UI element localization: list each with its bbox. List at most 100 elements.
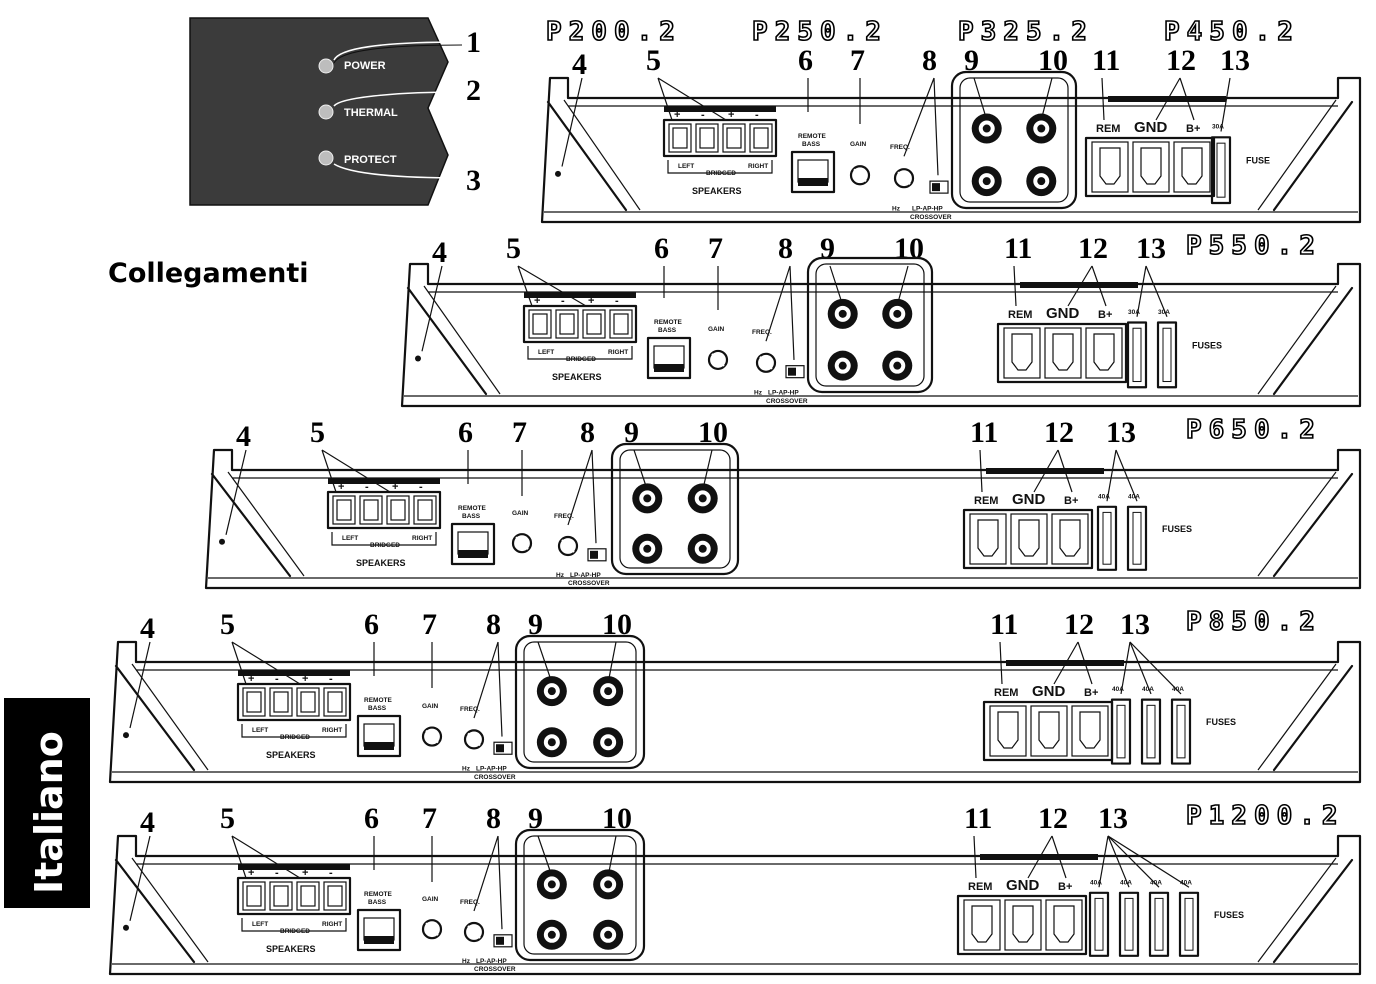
gain-knob-icon	[849, 165, 871, 186]
chassis-outline	[204, 448, 1362, 590]
svg-text:LP-AP-HP: LP-AP-HP	[476, 766, 507, 773]
rca-inputs	[610, 442, 740, 576]
callout-6: 6	[798, 44, 813, 77]
svg-text:GAIN: GAIN	[422, 703, 439, 710]
svg-text:-: -	[329, 867, 333, 879]
bplus-label: B+	[1186, 123, 1200, 135]
speakers-label: SPEAKERS	[356, 558, 406, 568]
callout-10: 10	[894, 232, 924, 265]
rem-label: REM	[968, 881, 992, 893]
freq-knob-icon	[463, 921, 485, 943]
callout-6: 6	[654, 232, 669, 265]
fuse-label: FUSE	[1246, 156, 1270, 166]
protect-led-icon	[318, 150, 334, 166]
svg-text:REMOTE: REMOTE	[364, 697, 392, 704]
gnd-label: GND	[1046, 305, 1080, 322]
callout-8: 8	[486, 608, 501, 641]
svg-text:LP-AP-HP: LP-AP-HP	[476, 958, 507, 965]
rem-label: REM	[994, 687, 1018, 699]
callout-6: 6	[364, 802, 379, 835]
callout-6: 6	[364, 608, 379, 641]
callout-12: 12	[1038, 802, 1068, 835]
fuse-icon	[1118, 891, 1140, 957]
svg-text:GAIN: GAIN	[422, 896, 439, 903]
svg-text:+: +	[302, 867, 308, 879]
callout-8: 8	[486, 802, 501, 835]
freq-knob-icon	[463, 729, 485, 750]
callout-9: 9	[528, 608, 543, 641]
right-label: RIGHT	[322, 921, 342, 928]
callout-11: 11	[990, 608, 1018, 641]
svg-text:-: -	[561, 295, 565, 307]
gain-knob-icon	[707, 349, 729, 371]
svg-text:+: +	[338, 481, 344, 493]
right-label: RIGHT	[322, 727, 342, 734]
svg-text:Hz: Hz	[462, 958, 471, 965]
svg-text:BASS: BASS	[368, 705, 387, 712]
svg-text:FREQ.: FREQ.	[752, 329, 772, 336]
fuse-rating: 40A	[1128, 493, 1140, 500]
callout-5: 5	[506, 232, 521, 265]
callout-12: 12	[1078, 232, 1108, 265]
svg-text:+: +	[588, 295, 594, 307]
gnd-label: GND	[1012, 491, 1046, 508]
rem-label: REM	[1008, 309, 1032, 321]
svg-text:Hz: Hz	[556, 572, 565, 579]
svg-text:REMOTE: REMOTE	[654, 319, 682, 326]
callout-4: 4	[140, 612, 155, 645]
fuse-rating: 40A	[1120, 879, 1132, 886]
callout-11: 11	[1004, 232, 1032, 265]
callout-1: 1	[466, 26, 481, 59]
svg-text:-: -	[701, 109, 705, 121]
gain-knob-icon	[421, 726, 443, 747]
crossover-switch	[929, 180, 949, 194]
callout-7: 7	[422, 802, 437, 835]
callout-9: 9	[624, 416, 639, 449]
svg-text:Hz: Hz	[754, 389, 763, 396]
svg-text:LP-AP-HP: LP-AP-HP	[768, 389, 799, 396]
model-name: P200.2	[546, 17, 682, 47]
callout-9: 9	[528, 802, 543, 835]
fuse-rating: 40A	[1150, 879, 1162, 886]
callout-9: 9	[964, 44, 979, 77]
svg-text:REMOTE: REMOTE	[458, 505, 486, 512]
callout-8: 8	[922, 44, 937, 77]
crossover-switch	[587, 548, 607, 562]
rem-label: REM	[1096, 123, 1120, 135]
svg-text:BASS: BASS	[462, 513, 481, 520]
svg-text:+: +	[248, 673, 254, 685]
speakers-label: SPEAKERS	[692, 186, 742, 196]
svg-text:GAIN: GAIN	[512, 510, 529, 517]
speakers-label: SPEAKERS	[552, 372, 602, 382]
callout-4: 4	[572, 48, 587, 81]
svg-text:GAIN: GAIN	[708, 326, 725, 333]
callout-8: 8	[778, 232, 793, 265]
callout-5: 5	[220, 608, 235, 641]
rca-inputs	[806, 256, 934, 394]
fuse-icon	[1148, 891, 1170, 957]
fuse-rating: 40A	[1172, 686, 1184, 693]
fuse-label: FUSES	[1162, 524, 1192, 534]
svg-text:CROSSOVER: CROSSOVER	[474, 966, 516, 973]
callout-4: 4	[140, 806, 155, 839]
power-led-icon	[318, 58, 334, 74]
callout-7: 7	[708, 232, 723, 265]
svg-text:BASS: BASS	[368, 899, 387, 906]
svg-text:CROSSOVER: CROSSOVER	[910, 214, 952, 221]
fuse-rating: 40A	[1098, 493, 1110, 500]
gnd-label: GND	[1006, 877, 1040, 894]
svg-text:+: +	[392, 481, 398, 493]
callout-9: 9	[820, 232, 835, 265]
callout-13: 13	[1106, 416, 1136, 449]
svg-text:LP-AP-HP: LP-AP-HP	[570, 572, 601, 579]
svg-text:-: -	[755, 109, 759, 121]
svg-text:LP-AP-HP: LP-AP-HP	[912, 205, 943, 212]
